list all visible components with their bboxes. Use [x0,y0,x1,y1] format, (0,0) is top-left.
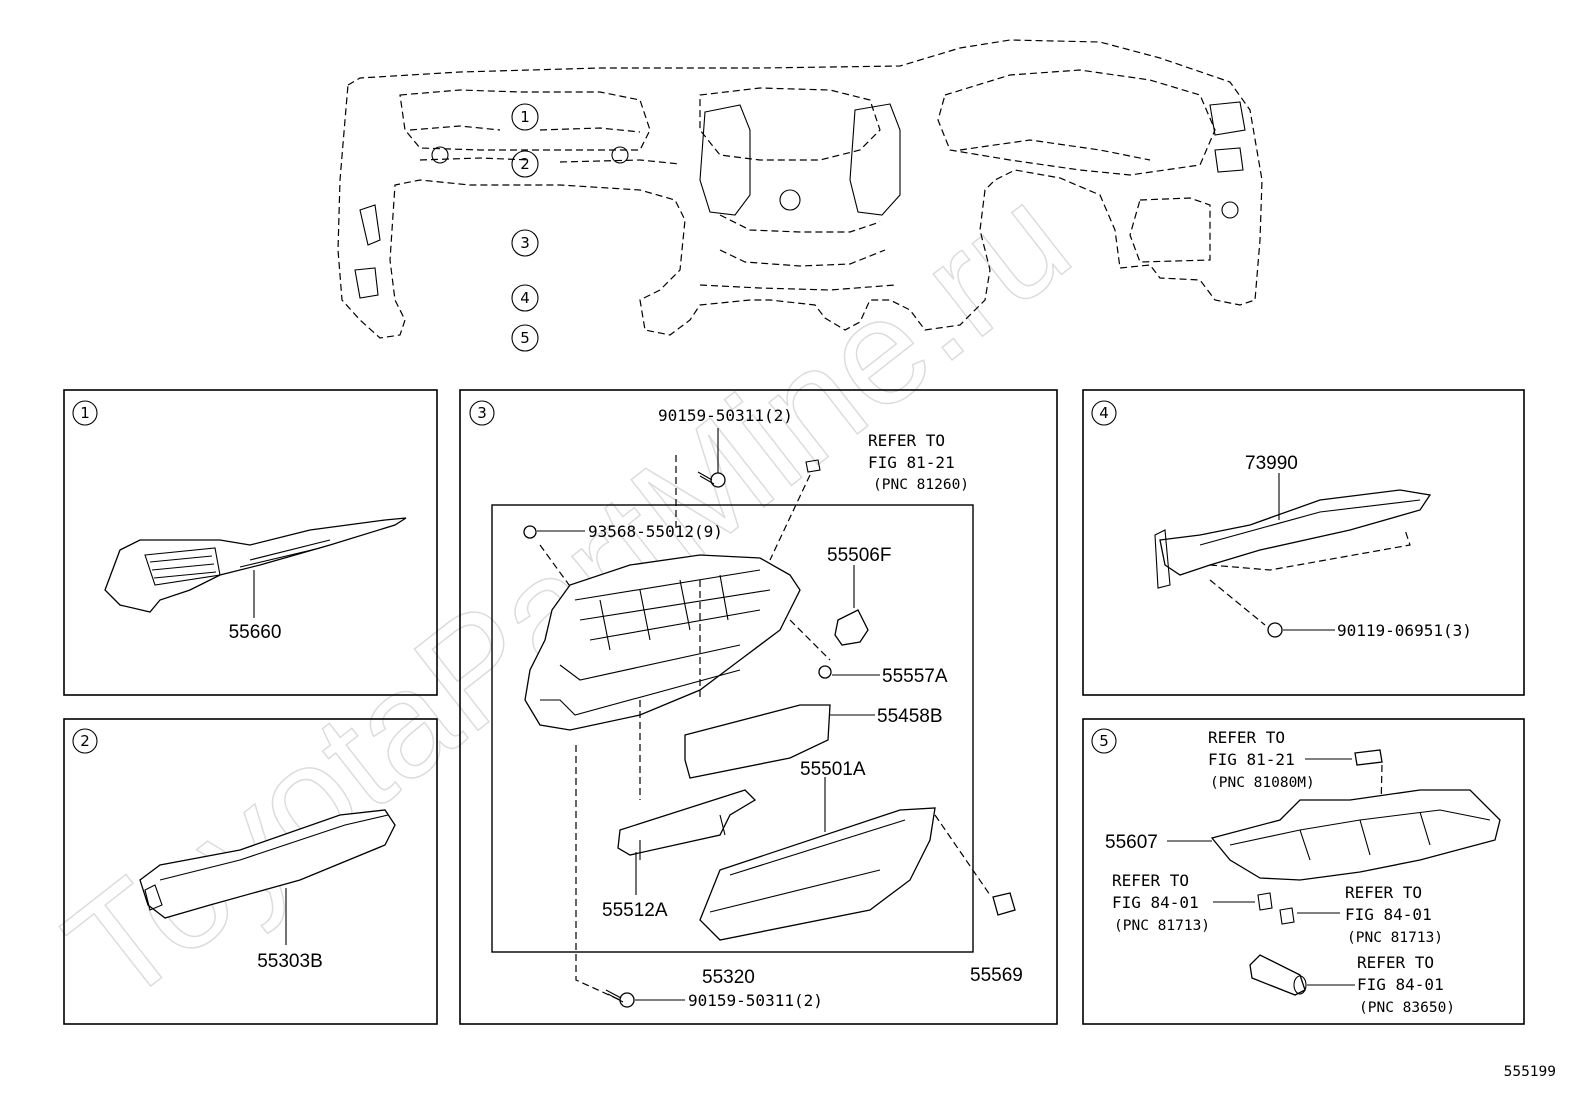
refer-81713-right-line3: (PNC 81713) [1347,930,1443,946]
part-number-55458B: 55458B [877,706,943,727]
bolt-icon [710,472,726,488]
refer-81713-left-line3: (PNC 81713) [1114,918,1210,934]
part-number-55506F: 55506F [827,545,891,566]
callout-2-circle [511,150,539,178]
panel-3-assembly-box [491,504,974,953]
panel-4-number-circle [1091,400,1117,426]
part-number-90159-50311-top: 90159-50311(2) [658,406,793,425]
part-55458B-shape [684,704,831,779]
panel-3-number-circle [469,400,495,426]
screw-icon [523,525,537,539]
dashboard-overview [337,39,1263,339]
panel-2-number: 2 [80,732,90,750]
panel-4-number: 4 [1099,404,1109,422]
part-number-55660: 55660 [229,622,282,643]
part-number-55607: 55607 [1105,832,1158,853]
panel-2-number-circle [72,728,98,754]
part-83650-cylinder [1249,954,1306,996]
part-55512A-shape [617,789,757,856]
refer-81713-left-line2: FIG 84-01 [1112,893,1199,912]
bolt-bottom-icon [619,992,635,1008]
callout-1-label: 1 [520,108,530,126]
part-73990-shape [1159,489,1432,576]
refer-81260-line1: REFER TO [868,431,945,450]
callout-5-circle [511,324,539,352]
refer-81080M-line2: FIG 81-21 [1208,750,1295,769]
panel-5-number-circle [1091,728,1117,754]
part-number-55303B: 55303B [257,951,323,972]
panel-2-frame [63,718,438,1025]
panel-2: 2 55303B [63,718,438,1025]
part-number-90119-06951: 90119-06951(3) [1337,621,1472,640]
refer-81713-right-line1: REFER TO [1345,883,1422,902]
part-55660-shape [104,517,407,613]
clip-81713-right-icon [1279,907,1295,925]
callout-4-circle [511,284,539,312]
refer-81713-right-line2: FIG 84-01 [1345,905,1432,924]
part-55303B-shape [139,809,396,919]
callout-3-label: 3 [520,234,530,252]
part-55506F-shape [834,609,869,646]
panel-1-frame [63,389,438,696]
clip-81713-left-icon [1257,892,1273,911]
clip-81080M-icon [1354,749,1383,766]
callout-3-circle [511,229,539,257]
overview-callouts: 1 2 3 4 5 [511,103,539,352]
pin-icon [818,665,832,679]
refer-81080M-line1: REFER TO [1208,728,1285,747]
clip-icon [805,459,821,473]
part-55501A-shape [699,807,936,941]
part-55607-shape [1210,789,1501,881]
vent-grille [144,547,221,586]
panel-4: 4 73990 90119-06951(3) [1082,389,1525,696]
refer-81713-left-line1: REFER TO [1112,871,1189,890]
part-number-93568-55012: 93568-55012(9) [588,522,723,541]
callout-4-label: 4 [520,289,530,307]
diagram-id: 555199 [1504,1064,1556,1080]
panel-5: 5 REFER TO FIG 81-21 (PNC 81080M) 55607 … [1082,718,1525,1025]
callout-1-circle [511,103,539,131]
panel-3-frame [459,389,1058,1025]
refer-83650-line1: REFER TO [1357,953,1434,972]
panel-1-number-circle [72,400,98,426]
callout-5-label: 5 [520,329,530,347]
part-number-55569: 55569 [970,965,1023,986]
refer-81080M-line3: (PNC 81080M) [1210,775,1315,791]
panel-3-number: 3 [477,404,487,422]
refer-81260-line2: FIG 81-21 [868,453,955,472]
refer-83650-line3: (PNC 83650) [1359,1000,1455,1016]
part-number-55557A: 55557A [882,666,948,687]
panel-1: 1 55660 [63,389,438,696]
bolt-panel4-icon [1267,622,1283,638]
panel-5-number: 5 [1099,732,1109,750]
part-55569-shape [992,892,1016,916]
panel-4-frame [1082,389,1525,696]
part-number-90159-50311-bottom: 90159-50311(2) [688,991,823,1010]
part-number-55512A: 55512A [602,900,668,921]
panel-3: 3 90159-50311(2) REFER TO FIG 81-21 (PNC… [459,389,1058,1025]
part-number-55320: 55320 [702,967,755,988]
refer-83650-line2: FIG 84-01 [1357,975,1444,994]
callout-2-label: 2 [520,155,530,173]
part-number-73990: 73990 [1245,453,1298,474]
part-55320-housing [524,554,801,731]
refer-81260-line3: (PNC 81260) [873,477,969,493]
panel-5-frame [1082,718,1525,1025]
part-number-55501A: 55501A [800,759,866,780]
panel-1-number: 1 [80,404,90,422]
